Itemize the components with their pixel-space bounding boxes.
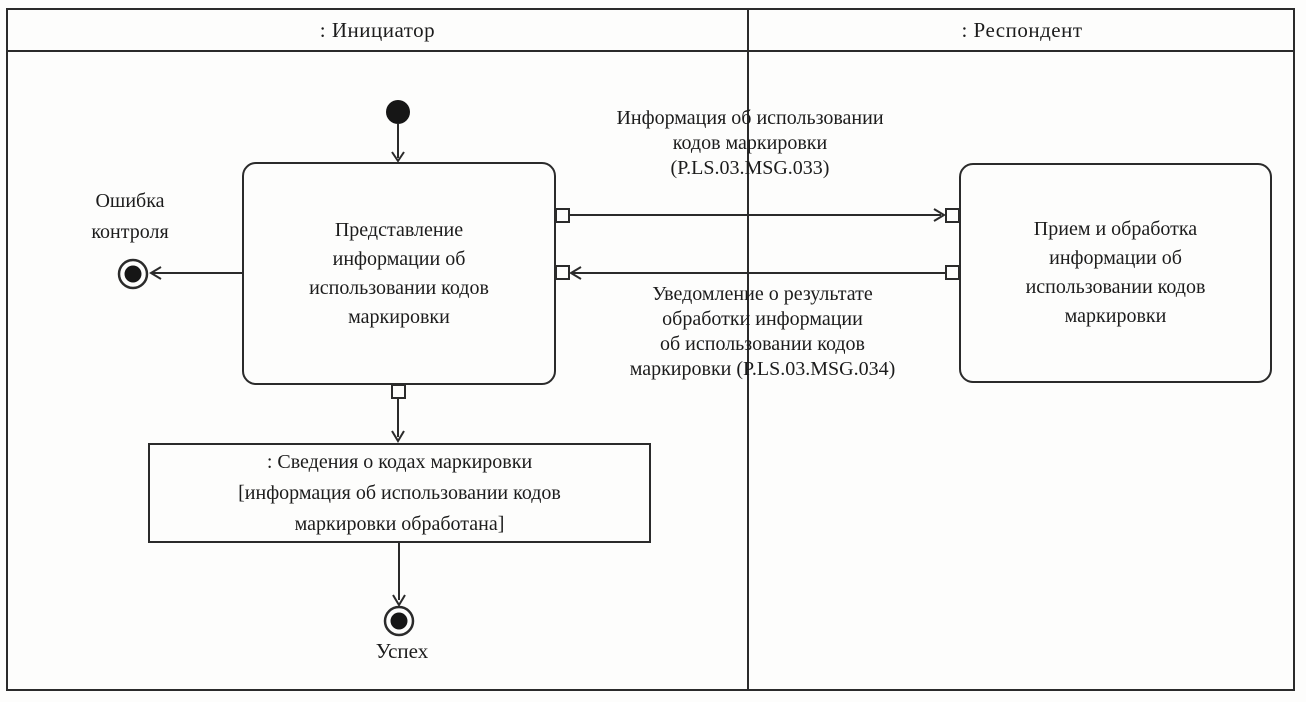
object-node-line: маркировки обработана] (294, 512, 505, 535)
message-line: маркировки (P.LS.03.MSG.034) (629, 358, 896, 380)
header-separator (6, 50, 1295, 52)
message-line: кодов маркировки (672, 132, 828, 154)
activity-text-line: Представление (334, 218, 464, 241)
swimlane-divider (747, 8, 749, 691)
error-label-line: контроля (91, 221, 169, 243)
message-label-response: Уведомление о результате обработки инфор… (550, 282, 975, 382)
message-line: (P.LS.03.MSG.033) (670, 157, 830, 179)
message-line: Уведомление о результате (652, 283, 873, 305)
activity-text-line: информации об (332, 247, 466, 270)
activity-text-line: маркировки (348, 305, 450, 328)
activity-text-line: маркировки (1064, 305, 1167, 327)
activity-initiator: Представление информации об использовани… (242, 162, 556, 385)
message-line: Информация об использовании (616, 107, 884, 129)
error-label-line: Ошибка (95, 190, 165, 212)
success-final-label: Успех (375, 639, 429, 663)
object-node-line: [информация об использовании кодов (238, 481, 561, 504)
activity-text-line: информации об (1049, 247, 1182, 269)
message-line: об использовании кодов (660, 333, 865, 355)
activity-text-line: Прием и обработка (1033, 218, 1198, 240)
lane-title-initiator: : Инициатор (319, 18, 436, 42)
lane-title-respondent: : Респондент (961, 18, 1083, 42)
error-final-label: Ошибка контроля (52, 186, 208, 248)
activity-text-line: использовании кодов (309, 276, 489, 299)
message-label-request: Информация об использовании кодов маркир… (545, 106, 955, 181)
diagram-frame (6, 8, 1295, 691)
object-node-svedeniya: : Сведения о кодах маркировки [информаци… (148, 443, 651, 543)
activity-text-line: использовании кодов (1025, 276, 1206, 298)
object-node-line: : Сведения о кодах маркировки (266, 450, 533, 473)
activity-respondent: Прием и обработка информации об использо… (959, 163, 1272, 383)
message-line: обработки информации (662, 308, 863, 330)
